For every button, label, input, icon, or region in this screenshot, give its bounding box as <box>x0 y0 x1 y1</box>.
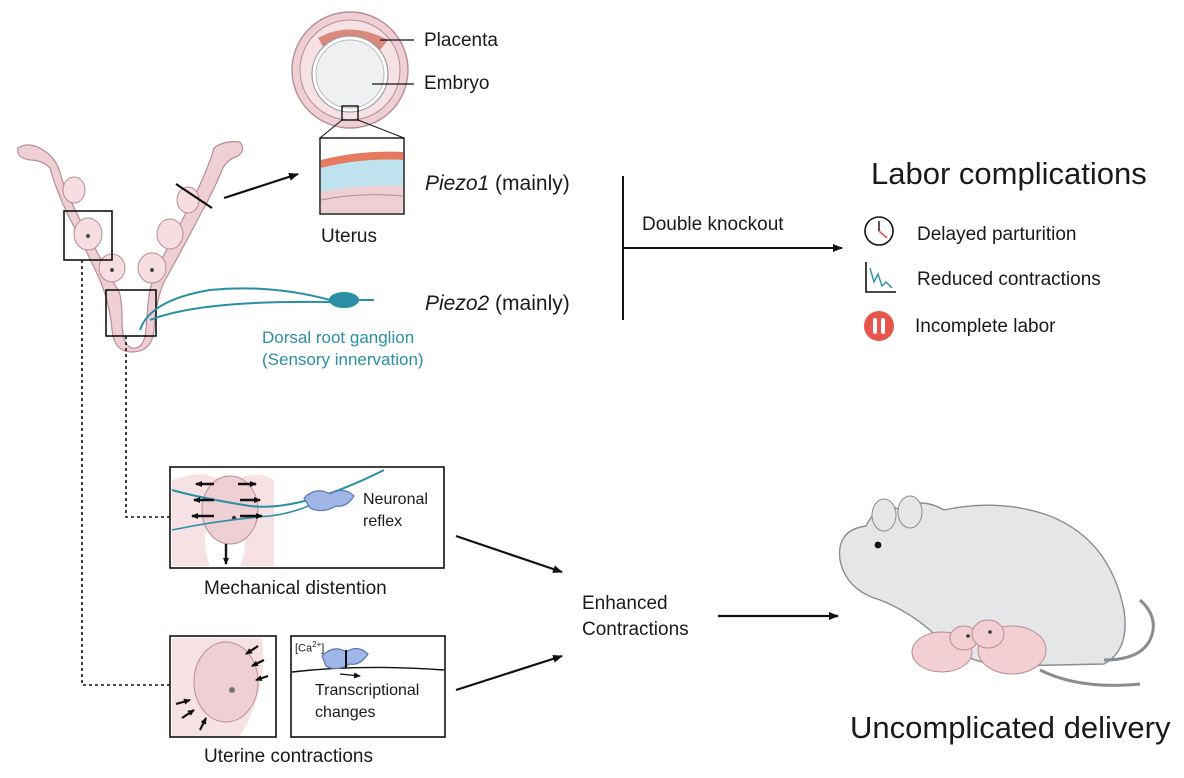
piezo1-label: Piezo1 (mainly) <box>425 172 570 196</box>
transcriptional-line1: Transcriptional <box>315 682 420 699</box>
piezo2-label: Piezo2 (mainly) <box>425 292 570 316</box>
drg-label-line2: (Sensory innervation) <box>262 350 424 369</box>
enhanced-contractions-line1: Enhanced <box>582 593 668 614</box>
piezo1-gene-name: Piezo1 <box>425 172 490 195</box>
pause-icon <box>864 311 894 341</box>
pups-illustration <box>911 619 1047 675</box>
transcriptional-changes-panel <box>290 635 446 738</box>
double-knockout-label: Double knockout <box>642 214 784 235</box>
contraction-trace-icon <box>865 262 896 293</box>
labor-complications-title: Labor complications <box>871 156 1147 191</box>
neuronal-reflex-line1: Neuronal <box>363 491 428 508</box>
mechanical-distention-label: Mechanical distention <box>204 578 387 599</box>
calcium-label: [Ca2+] <box>295 640 325 655</box>
piezo1-suffix: (mainly) <box>489 172 570 195</box>
drg-label-line1: Dorsal root ganglion <box>262 328 415 347</box>
clock-icon <box>864 216 894 246</box>
uterus-label: Uterus <box>321 226 377 247</box>
embryo-label: Embryo <box>424 73 490 94</box>
uterine-contractions-label: Uterine contractions <box>204 746 373 767</box>
uterine-contractions-panel <box>169 635 277 738</box>
dashed-connectors <box>81 260 170 686</box>
placenta-label: Placenta <box>424 30 498 51</box>
piezo2-suffix: (mainly) <box>489 292 570 315</box>
piezo2-gene-name: Piezo2 <box>425 292 490 315</box>
complication-item-incomplete: Incomplete labor <box>915 316 1056 337</box>
complication-item-delayed: Delayed parturition <box>917 224 1077 245</box>
complication-item-reduced: Reduced contractions <box>917 269 1101 290</box>
flow-arrows <box>455 534 839 692</box>
neuronal-reflex-line2: reflex <box>363 513 403 530</box>
mother-mouse-illustration <box>838 495 1155 687</box>
knockout-bracket <box>622 176 843 320</box>
uterus-cross-section <box>291 11 414 139</box>
uterus-illustration <box>17 141 244 353</box>
uterus-tissue-layers <box>319 137 405 215</box>
transcriptional-line2: changes <box>315 704 376 721</box>
mechanical-distention-panel <box>169 466 445 569</box>
uncomplicated-delivery-label: Uncomplicated delivery <box>850 710 1171 745</box>
uterus-to-section-arrow <box>223 172 299 200</box>
dorsal-root-ganglion-neuron <box>139 287 374 331</box>
enhanced-contractions-line2: Contractions <box>582 619 689 640</box>
